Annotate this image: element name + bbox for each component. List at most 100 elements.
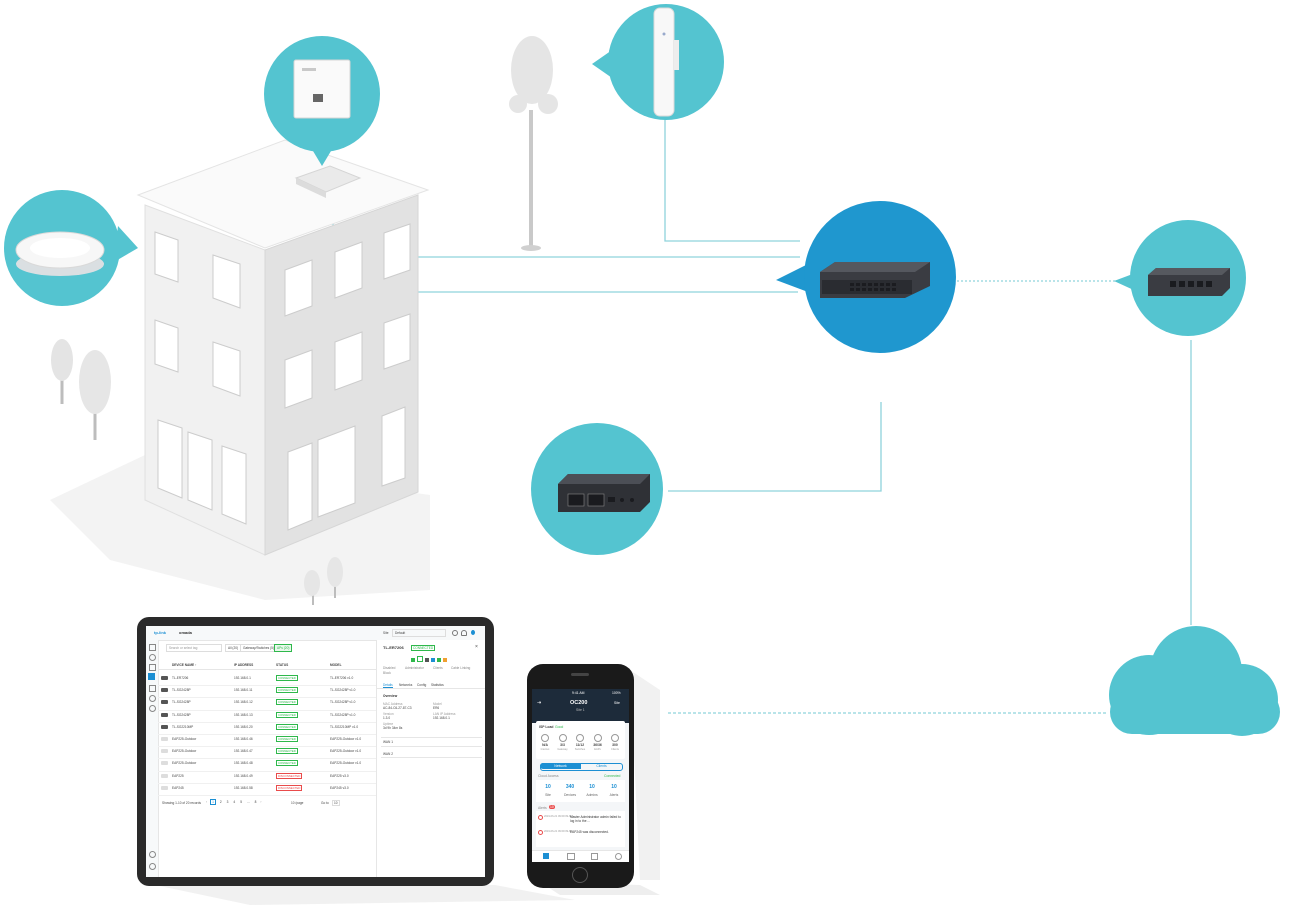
alert-text[interactable]: EAP245 was disconnected. — [570, 830, 609, 834]
stat-label: Gateway — [557, 748, 568, 751]
next-page-icon[interactable]: › — [260, 800, 262, 804]
device-thumbnail-icon — [161, 676, 168, 680]
device-ip: 192.168.0.49 — [234, 773, 253, 778]
nav-dashboard-icon[interactable] — [543, 853, 549, 859]
filter-gateway-switches[interactable]: Gateway/Switches (5) — [240, 644, 278, 652]
device-model: TL-SG2210MP v1.0 — [330, 724, 359, 729]
wan2-row[interactable]: WAN 2 — [383, 752, 393, 756]
log-icon[interactable] — [149, 705, 156, 712]
home-button[interactable] — [572, 867, 588, 883]
isp-status: Good — [555, 725, 564, 729]
stat-value: 300 — [612, 743, 618, 747]
search-icon[interactable] — [452, 630, 458, 636]
alert-time: 2019-06-21 09:09:09 AM — [544, 815, 573, 818]
switch-bubble[interactable] — [776, 201, 956, 353]
column-header-ip-address[interactable]: IP ADDRESS — [234, 663, 254, 667]
tablet-screen[interactable]: tp-link omada Site Default Search or sel… — [146, 626, 485, 877]
close-icon[interactable]: × — [475, 644, 478, 650]
page-button[interactable]: 1 — [210, 799, 216, 805]
stat-value: 36/36 — [593, 743, 602, 747]
map-icon[interactable] — [149, 664, 156, 671]
account-icon[interactable] — [149, 851, 156, 858]
nav-clients-icon[interactable] — [591, 853, 598, 860]
column-header-model[interactable]: MODEL — [330, 663, 342, 667]
tab-clients[interactable]: Clients — [596, 764, 607, 768]
tab-networks[interactable]: Networks — [399, 683, 413, 687]
controller-bubble[interactable] — [531, 423, 663, 555]
user-icon[interactable] — [471, 630, 475, 635]
device-table: DEVICE NAME ↑ IP ADDRESS STATUS MODEL TL… — [158, 660, 376, 810]
page-button[interactable]: 8 — [254, 800, 257, 804]
wan1-row[interactable]: WAN 1 — [383, 740, 393, 744]
goto-input[interactable]: 10 — [332, 800, 340, 806]
overview-heading[interactable]: Overview — [383, 694, 398, 698]
device-thumbnail-icon — [161, 688, 168, 693]
isp-load-label: ISP Load — [539, 725, 554, 729]
device-name: EAP245 — [172, 785, 184, 790]
device-search-input[interactable]: Search or select tag — [166, 644, 222, 652]
bell-icon[interactable] — [461, 630, 467, 636]
nav-settings-icon[interactable] — [615, 853, 622, 860]
device-model: EAP245 v3.0 — [330, 785, 349, 790]
product-name: omada — [179, 630, 192, 635]
device-ip: 192.168.0.58 — [234, 785, 253, 790]
device-model: EAP225-Outdoor v1.0 — [330, 761, 362, 766]
tab-network[interactable]: Network — [540, 763, 581, 769]
ceiling-ap-bubble[interactable] — [4, 190, 138, 306]
device-model: EAP225 v3.0 — [330, 773, 349, 778]
uptime-value: 3d 9h 34m 8s — [383, 726, 403, 730]
device-name: EAP225-Outdoor — [172, 761, 197, 766]
clients-icon[interactable] — [149, 685, 156, 692]
tab-details[interactable]: Details — [383, 683, 393, 688]
nav-devices-icon[interactable] — [567, 853, 575, 860]
filter-aps[interactable]: APs (20) — [274, 644, 293, 652]
page-button[interactable]: ... — [246, 800, 250, 804]
lan-ip-value: 192.168.0.1 — [433, 716, 450, 720]
page-button[interactable]: 4 — [233, 800, 236, 804]
legend-administrator: Administrator — [405, 666, 424, 670]
tab-config[interactable]: Config — [417, 683, 427, 687]
phone-screen[interactable]: 9:41 AM 100% ⇥ OC200 Site 1 Site ISP Loa… — [532, 689, 629, 862]
outdoor-ap-bubble[interactable] — [592, 4, 724, 120]
device-name: TL-SG2428P — [172, 712, 191, 717]
device-thumbnail-icon — [161, 737, 168, 741]
router-bubble[interactable] — [1114, 220, 1246, 336]
device-name: TL-ER7206 — [172, 676, 189, 680]
settings-icon[interactable] — [149, 863, 156, 870]
uptime-label: Uptime — [383, 722, 394, 726]
site-select[interactable]: Default — [392, 629, 446, 637]
filter-all[interactable]: All (20) — [225, 644, 242, 652]
insight-icon[interactable] — [149, 695, 156, 702]
page-button[interactable]: 3 — [226, 800, 229, 804]
device-thumbnail-icon — [161, 749, 168, 754]
page-size-select[interactable]: 10 /page — [291, 801, 304, 805]
cloud-icon[interactable] — [1109, 626, 1280, 736]
site-switcher[interactable]: Site — [614, 701, 620, 705]
device-detail-panel: TL-ER7206 CONNECTED × Disabled Administr… — [376, 640, 485, 877]
devices-icon[interactable] — [148, 673, 155, 680]
page-button[interactable]: 2 — [219, 800, 222, 804]
device-ip: 192.168.0.11 — [234, 688, 253, 693]
device-thumbnail-icon — [161, 724, 168, 729]
column-header-status[interactable]: STATUS — [276, 663, 289, 667]
device-ip: 192.168.0.20 — [234, 724, 253, 729]
logout-icon[interactable]: ⇥ — [537, 700, 542, 706]
tab-statistics[interactable]: Statistics — [431, 683, 444, 687]
column-header-device-name[interactable]: DEVICE NAME ↑ — [172, 663, 197, 667]
statistics-icon[interactable] — [149, 654, 156, 661]
prev-page-icon[interactable]: ‹ — [206, 800, 208, 804]
dashboard-icon[interactable] — [149, 644, 156, 651]
page-button[interactable]: 5 — [240, 800, 242, 804]
wall-ap-bubble[interactable] — [264, 36, 380, 166]
alert-text[interactable]: Master Administrator admin failed to log… — [570, 815, 621, 823]
